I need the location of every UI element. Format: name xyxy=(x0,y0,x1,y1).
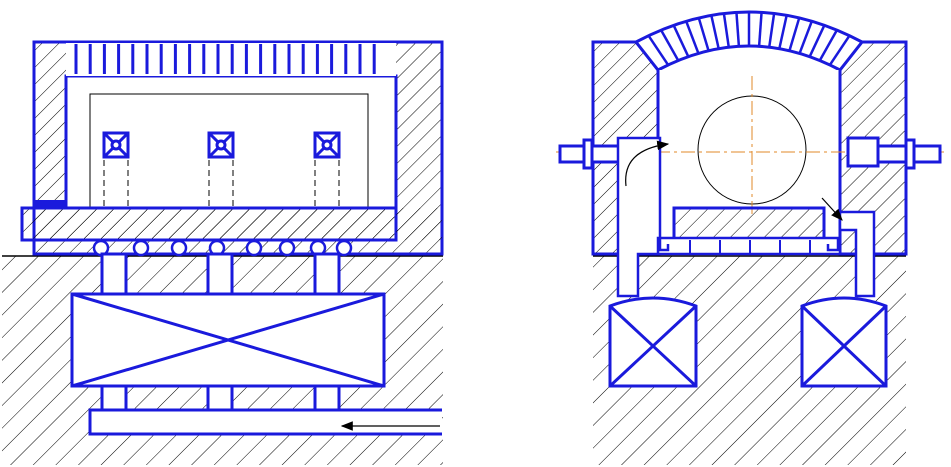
duct-pipe xyxy=(88,408,442,436)
workpiece-holder-2 xyxy=(207,131,235,206)
arch-brick-joint xyxy=(757,12,763,47)
heat-exchanger-box xyxy=(70,292,386,388)
cross-section-view xyxy=(556,10,944,465)
roller xyxy=(170,239,188,257)
arch-brick-joint xyxy=(767,13,776,48)
arch-brick-joint xyxy=(722,13,731,48)
flue-channel-left xyxy=(616,136,670,298)
arch-brick-joint xyxy=(710,15,720,49)
door-sill xyxy=(34,200,66,208)
arch-brick-joint xyxy=(798,20,813,54)
workpiece-holder-3 xyxy=(313,131,341,206)
hearth-slab-cover xyxy=(396,208,442,240)
arch-brick-joint xyxy=(697,17,710,52)
arch-brick-joint xyxy=(788,17,801,52)
hearth-slab-left xyxy=(20,206,398,242)
arch-brick-joint xyxy=(808,24,826,58)
bottom-channel xyxy=(656,236,842,256)
roller xyxy=(245,239,263,257)
heat-exchanger-box-left xyxy=(608,296,698,388)
arch-brick-joint xyxy=(685,20,700,54)
arch-brick-joint xyxy=(828,35,851,66)
arch-brick-joint xyxy=(735,12,741,47)
arch-brick-joint xyxy=(818,29,838,62)
heat-exchanger-box-right xyxy=(800,296,888,388)
hearth-slab-right xyxy=(672,206,826,242)
roller xyxy=(335,239,353,257)
arch-brick-joint xyxy=(660,29,680,62)
arch-brick-joint xyxy=(647,35,670,66)
longitudinal-section-view xyxy=(2,40,444,465)
roller xyxy=(132,239,150,257)
roller-row xyxy=(92,239,353,257)
arch-brick-joint xyxy=(778,15,788,49)
arch-brick-joint xyxy=(672,24,690,58)
roof-brick-rows xyxy=(74,44,376,74)
workpiece-holder-1 xyxy=(102,131,130,206)
flue-channel-right xyxy=(821,197,876,298)
burner-nozzle-right xyxy=(846,136,942,170)
support-pillars-lower xyxy=(100,384,341,414)
arched-roof xyxy=(633,10,865,72)
roller xyxy=(278,239,296,257)
